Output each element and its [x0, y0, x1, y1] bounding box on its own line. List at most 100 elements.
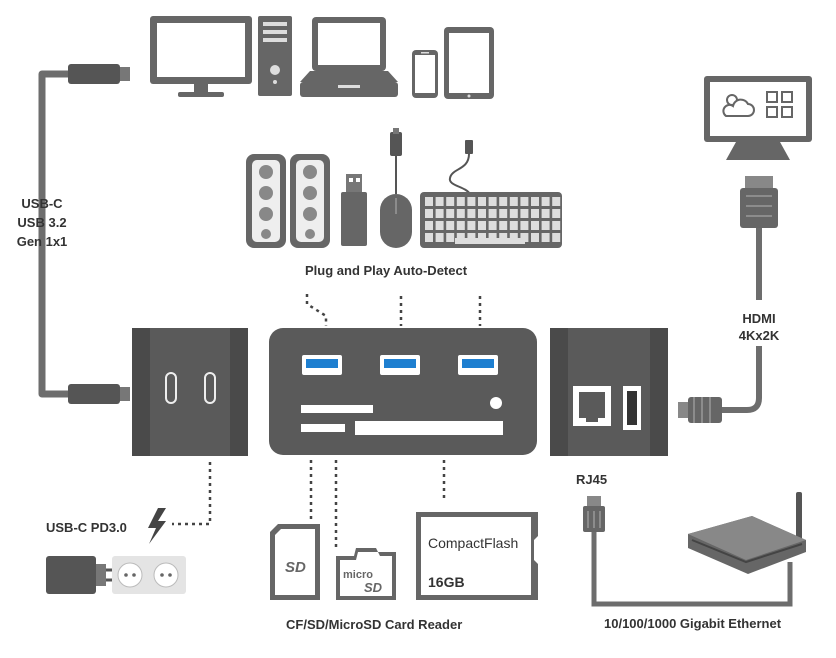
- laptop-icon: [300, 17, 398, 97]
- keyboard-key: [520, 221, 529, 230]
- usb-a-port-1: [302, 355, 342, 375]
- keyboard-key: [425, 209, 433, 218]
- keyboard-key: [446, 221, 455, 230]
- sd-slot: [301, 405, 373, 413]
- tablet-icon: [444, 27, 494, 99]
- keyboard-key: [520, 209, 529, 218]
- keyboard-key: [509, 197, 518, 206]
- network-hdmi-module: [550, 328, 668, 456]
- keyboard-key: [435, 197, 444, 206]
- keyboard-spacebar: [455, 238, 525, 244]
- apps-grid-icon: [766, 91, 793, 118]
- keyboard-key: [552, 209, 561, 218]
- keyboard-key: [541, 209, 550, 218]
- keyboard-key: [488, 233, 497, 242]
- power-adapter-icon: [46, 556, 116, 594]
- svg-text:SD: SD: [364, 580, 383, 595]
- mouse-icon: [380, 128, 412, 248]
- usb-c-port-2: [204, 372, 216, 404]
- lightning-icon: [148, 508, 166, 544]
- keyboard-key: [541, 233, 550, 242]
- hub-center-module: [269, 328, 537, 455]
- keyboard-key: [509, 233, 518, 242]
- keyboard-key: [509, 221, 518, 230]
- keyboard-key: [478, 233, 486, 242]
- keyboard-key: [435, 233, 444, 242]
- keyboard-key: [446, 197, 455, 206]
- keyboard-key: [541, 221, 550, 230]
- ethernet-label: 10/100/1000 Gigabit Ethernet: [604, 616, 782, 631]
- card-reader-label: CF/SD/MicroSD Card Reader: [286, 617, 463, 632]
- hdmi-label: HDMI 4Kx2K: [722, 310, 796, 344]
- usb-a-port-2: [380, 355, 420, 375]
- keyboard-key: [488, 221, 497, 230]
- router-icon: [688, 492, 806, 574]
- keyboard-key: [499, 197, 508, 206]
- keyboard-key: [520, 197, 529, 206]
- keyboard-key: [456, 221, 465, 230]
- keyboard-key: [467, 209, 476, 218]
- keyboard-key: [499, 221, 508, 230]
- usb-c-cable: [38, 64, 130, 404]
- keyboard-key: [509, 209, 518, 218]
- monitor-icon: [150, 16, 252, 97]
- compactflash-card-label: CompactFlash: [428, 535, 519, 551]
- keyboard-key: [425, 233, 433, 242]
- power-socket-icon: [112, 556, 186, 594]
- microsd-slot: [301, 424, 345, 432]
- keyboard-key: [488, 197, 497, 206]
- keyboard-key: [520, 233, 529, 242]
- keyboard-key: [552, 197, 561, 206]
- usb-c-pd-label: USB-C PD3.0: [46, 520, 127, 535]
- keyboard-key: [552, 221, 561, 230]
- usb-c-label-line2: USB 3.2: [17, 215, 67, 230]
- keyboard-key: [456, 233, 465, 242]
- hdmi-cable: [678, 228, 762, 423]
- keyboard-icon: [420, 140, 562, 248]
- keyboard-key: [446, 209, 455, 218]
- keyboard-key: [456, 209, 465, 218]
- svg-text:micro: micro: [343, 569, 373, 581]
- usb-stick-icon: [341, 174, 367, 246]
- tv-icon: [704, 76, 812, 160]
- usb-c-label-line1: USB-C: [21, 196, 63, 211]
- usb-c-host-label: USB-C USB 3.2 Gen 1x1: [2, 194, 82, 251]
- usb-c-label-line3: Gen 1x1: [16, 234, 68, 249]
- keyboard-key: [467, 197, 476, 206]
- usb-a-port-3: [458, 355, 498, 375]
- keyboard-key: [541, 197, 550, 206]
- keyboard-key: [467, 221, 476, 230]
- sd-card-icon: SD: [270, 524, 320, 600]
- keyboard-key: [531, 197, 539, 206]
- keyboard-key: [467, 233, 476, 242]
- rj45-label: RJ45: [576, 472, 608, 487]
- keyboard-key: [435, 209, 444, 218]
- keyboard-key: [456, 197, 465, 206]
- hdmi-plug-icon: [740, 176, 778, 228]
- speakers-icon: [246, 154, 330, 248]
- keyboard-key: [478, 221, 486, 230]
- hdmi-label-line2: 4Kx2K: [738, 328, 780, 343]
- plug-and-play-label: Plug and Play Auto-Detect: [305, 263, 468, 278]
- keyboard-key: [531, 221, 539, 230]
- microsd-card-icon: micro SD: [336, 548, 396, 600]
- keyboard-key: [531, 233, 539, 242]
- keyboard-key: [425, 197, 433, 206]
- keyboard-key: [499, 233, 508, 242]
- cf-slot: [355, 421, 503, 435]
- usb-c-port-module: [132, 328, 248, 456]
- keyboard-key: [446, 233, 455, 242]
- keyboard-key: [478, 197, 486, 206]
- dotted-connectors: [172, 294, 482, 550]
- keyboard-key: [435, 221, 444, 230]
- rj45-plug-icon: [583, 496, 605, 532]
- ethernet-cable: [591, 532, 793, 607]
- keyboard-key: [488, 209, 497, 218]
- usb-c-port-1: [165, 372, 177, 404]
- keyboard-key: [478, 209, 486, 218]
- keyboard-key: [425, 221, 433, 230]
- hdmi-port: [623, 386, 641, 430]
- keyboard-key: [531, 209, 539, 218]
- weather-icon: [722, 94, 755, 117]
